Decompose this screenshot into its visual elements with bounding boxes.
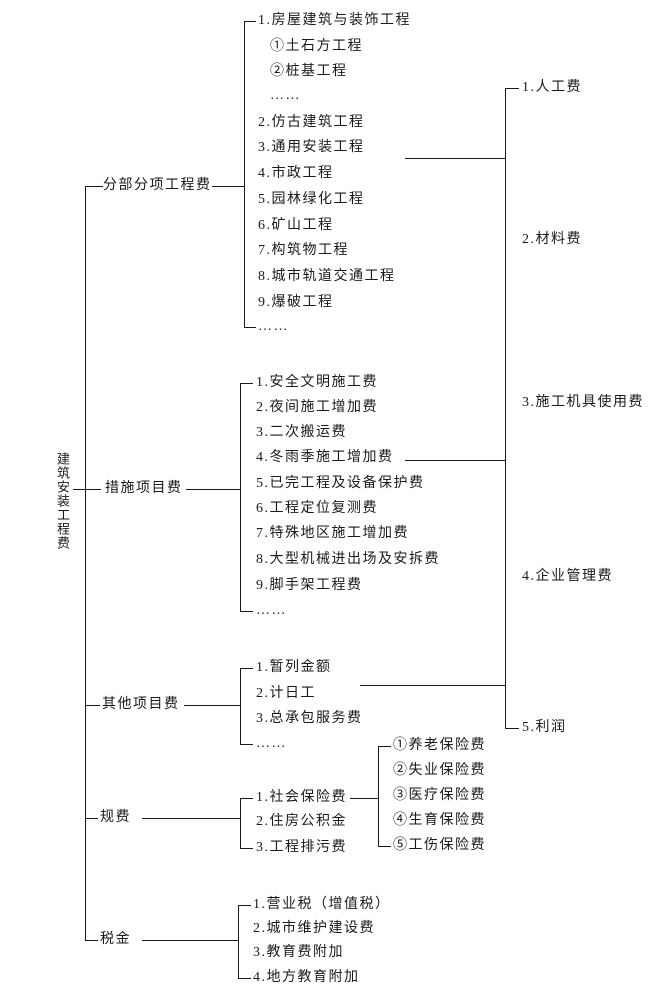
- tree-item: 5.园林绿化工程: [258, 192, 365, 207]
- tree-item: 6.工程定位复测费: [256, 501, 378, 516]
- branch-2-bracket-bottom-stub: [240, 611, 253, 612]
- tree-item: 9.脚手架工程费: [256, 578, 363, 593]
- tree-item: 2.城市维护建设费: [253, 921, 375, 936]
- branch-2-bracket-line: [240, 383, 241, 612]
- cost-elements-bracket-line: [505, 88, 506, 729]
- insurance-bracket-line: [378, 746, 379, 847]
- branch-4-label: 规费: [100, 810, 131, 825]
- tree-item: 1.暂列金额: [256, 660, 332, 675]
- tree-item: 3.教育费附加: [253, 945, 344, 960]
- tree-item: 6.矿山工程: [258, 218, 334, 233]
- root-connector-line: [73, 489, 86, 490]
- tree-item: 5.已完工程及设备保护费: [256, 476, 425, 491]
- tree-item: 4.市政工程: [258, 166, 334, 181]
- branch-3-label: 其他项目费: [102, 697, 180, 712]
- tree-item: 4.冬雨季施工增加费: [256, 450, 394, 465]
- branch-2-bracket-top-stub: [240, 383, 253, 384]
- branch-4-bracket-top-stub: [240, 798, 253, 799]
- branch-3-connector-line: [184, 705, 240, 706]
- branch-4-bracket-line: [240, 798, 241, 849]
- cost-elements-top-stub: [505, 88, 519, 89]
- tree-item: 3.二次搬运费: [256, 425, 347, 440]
- tree-item: 3.总承包服务费: [256, 711, 363, 726]
- tree-item: ②桩基工程: [270, 64, 348, 79]
- group-1-to-cost-elements-line: [405, 158, 505, 159]
- cost-element-item: 4.企业管理费: [522, 569, 613, 584]
- tree-item: 2.夜间施工增加费: [256, 400, 378, 415]
- tree-item: 7.特殊地区施工增加费: [256, 526, 409, 541]
- tree-item: ……: [270, 88, 301, 103]
- branch-3-bracket-bottom-stub: [240, 744, 253, 745]
- cost-element-item: 3.施工机具使用费: [522, 395, 644, 410]
- branch-4-connector-line: [142, 818, 240, 819]
- tree-item: ……: [256, 603, 287, 618]
- branch-5-bracket-top-stub: [238, 905, 251, 906]
- tree-item: 3.工程排污费: [256, 840, 347, 855]
- insurance-bracket-bottom-stub: [378, 846, 391, 847]
- branch-1-bracket-top-stub: [244, 21, 256, 22]
- tree-item: 4.地方教育附加: [253, 970, 360, 985]
- branch-5-bracket-line: [238, 905, 239, 979]
- tree-item: 1.营业税（增值税）: [253, 897, 391, 912]
- tree-item: 2.住房公积金: [256, 814, 347, 829]
- branch-1-bracket-bottom-stub: [244, 327, 256, 328]
- branch-5-bracket-bottom-stub: [238, 978, 251, 979]
- branch-3-stub-line: [85, 705, 100, 706]
- tree-item: 1.社会保险费: [256, 790, 347, 805]
- tree-item: ……: [258, 319, 289, 334]
- group-3-to-cost-elements-line: [360, 685, 505, 686]
- tree-item: 8.城市轨道交通工程: [258, 269, 396, 284]
- tree-item: ⑤工伤保险费: [393, 838, 486, 853]
- group-2-to-cost-elements-line: [405, 460, 505, 461]
- tree-item: 3.通用安装工程: [258, 140, 365, 155]
- tree-item: 2.计日工: [256, 686, 316, 701]
- cost-element-item: 2.材料费: [522, 232, 582, 247]
- tree-item: 7.构筑物工程: [258, 243, 349, 258]
- tree-item: 1.房屋建筑与装饰工程: [258, 13, 411, 28]
- branch-5-label: 税金: [100, 932, 131, 947]
- branch-1-label: 分部分项工程费: [103, 178, 212, 193]
- branch-3-bracket-top-stub: [240, 668, 253, 669]
- root-label: 建筑安装工程费: [55, 452, 70, 550]
- branch-2-label: 措施项目费: [105, 481, 183, 496]
- social-insurance-connector-line: [350, 798, 378, 799]
- branch-3-bracket-line: [240, 668, 241, 745]
- branch-1-connector-line: [212, 186, 244, 187]
- branch-2-stub-line: [85, 489, 101, 490]
- branch-5-stub-line: [85, 940, 98, 941]
- tree-item: 9.爆破工程: [258, 295, 334, 310]
- tree-item: 2.仿古建筑工程: [258, 115, 365, 130]
- tree-item: ④生育保险费: [393, 813, 486, 828]
- tree-item: ①土石方工程: [270, 39, 363, 54]
- insurance-bracket-top-stub: [378, 746, 391, 747]
- cost-element-item: 5.利润: [522, 720, 567, 735]
- tree-item: 1.安全文明施工费: [256, 375, 378, 390]
- cost-element-item: 1.人工费: [522, 80, 582, 95]
- main-spine-line: [85, 186, 86, 941]
- branch-4-bracket-bottom-stub: [240, 848, 253, 849]
- tree-item: ①养老保险费: [393, 738, 486, 753]
- branch-4-stub-line: [85, 818, 98, 819]
- tree-item: ……: [256, 736, 287, 751]
- branch-5-connector-line: [142, 940, 238, 941]
- tree-item: ③医疗保险费: [393, 788, 486, 803]
- cost-elements-bottom-stub: [505, 728, 519, 729]
- tree-item: 8.大型机械进出场及安拆费: [256, 552, 440, 567]
- branch-2-connector-line: [186, 489, 240, 490]
- branch-1-bracket-line: [244, 21, 245, 328]
- branch-1-stub-line: [85, 186, 103, 187]
- tree-item: ②失业保险费: [393, 763, 486, 778]
